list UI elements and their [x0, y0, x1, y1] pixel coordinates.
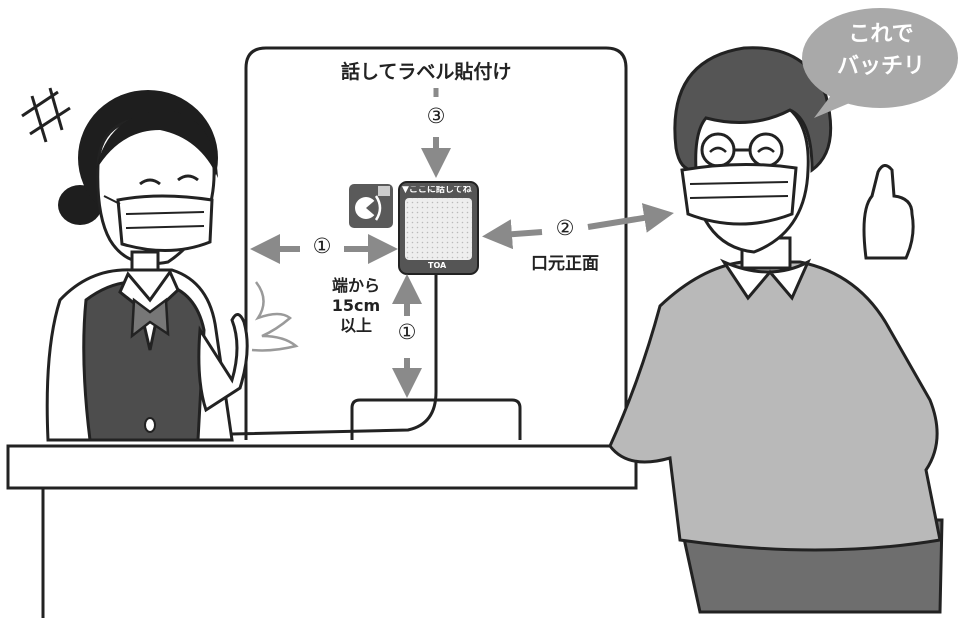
- stress-mark-icon: [21, 87, 71, 143]
- thumbs-up-hand: [862, 164, 915, 260]
- counter: [6, 444, 638, 618]
- speaker-brand-label: TOA: [428, 261, 447, 270]
- step1-horizontal-marker: ①: [312, 234, 332, 258]
- edge-distance-label: 端から 15cm 以上: [331, 276, 381, 335]
- man-face-mask: [680, 162, 798, 226]
- speaker-cable: [231, 274, 438, 436]
- step1-vertical-marker: ①: [397, 320, 417, 344]
- arrow-step2-right: [587, 203, 674, 233]
- instruction-arrows: [250, 137, 674, 398]
- mouth-front-label: 口元正面: [531, 254, 599, 274]
- woman-vest: [82, 280, 206, 442]
- speech-bubble-text-line2: バッチリ: [836, 54, 925, 79]
- speaker-unit: [231, 181, 479, 436]
- partition-stand: [350, 398, 522, 440]
- customer-man-figure: [608, 46, 944, 614]
- woman-bow-tie: [130, 297, 170, 339]
- speech-bubble: [802, 8, 958, 118]
- top-instruction-label: 話してラベル貼付け: [341, 61, 512, 83]
- woman-face-mask: [116, 194, 214, 252]
- voice-sticker-icon: [349, 184, 393, 228]
- step3-marker: ③: [426, 104, 446, 128]
- speech-bubble-text-line1: これで: [848, 22, 914, 47]
- staff-woman-figure: [45, 90, 249, 442]
- step2-marker: ②: [555, 216, 575, 240]
- arrow-step2-left: [482, 219, 543, 250]
- hand-wave-icon: [251, 281, 299, 352]
- man-sweater: [608, 260, 942, 552]
- speaker-header-label: ▼ここに話してね: [402, 186, 472, 195]
